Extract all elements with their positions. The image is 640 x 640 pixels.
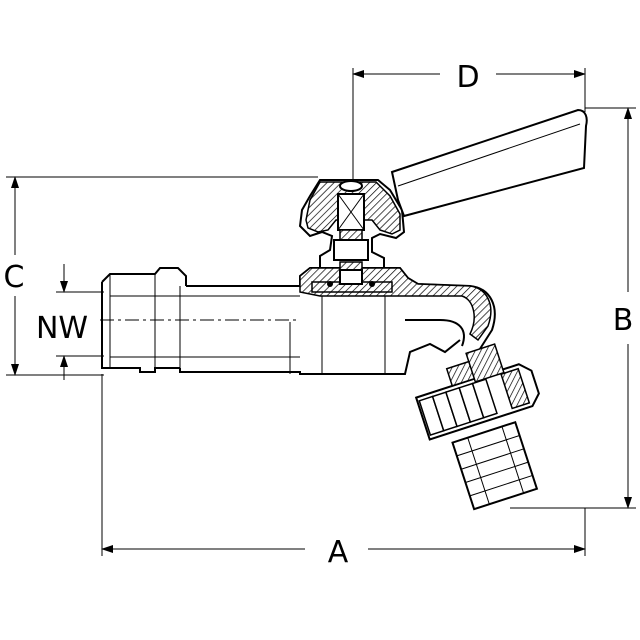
label-c: C <box>4 260 25 295</box>
stem-lower <box>339 269 363 285</box>
spout-ring <box>465 343 505 383</box>
seat-pin-left <box>327 281 333 287</box>
hose-tail <box>451 420 539 511</box>
valve-body <box>100 267 496 375</box>
stem-screw-head <box>339 180 363 192</box>
stem-and-handle <box>298 108 588 285</box>
body-bottom-outline <box>179 339 461 375</box>
outlet-inner-curve <box>405 319 465 347</box>
lever-handle-edge <box>397 123 581 187</box>
stem-gland <box>333 239 369 261</box>
dimension-lines <box>6 68 636 556</box>
label-nw: NW <box>36 311 88 346</box>
stem-nut <box>339 229 363 241</box>
stem-housing-outline <box>298 179 406 268</box>
seat-pin-right <box>369 281 375 287</box>
dimension-labels: D B C NW A <box>4 60 634 570</box>
outlet-connector <box>414 343 540 511</box>
label-d: D <box>456 60 479 95</box>
label-a: A <box>328 535 349 570</box>
stem-cross-2 <box>337 193 365 231</box>
lever-handle <box>390 108 588 218</box>
stem-seal <box>339 261 363 271</box>
label-b: B <box>613 303 634 338</box>
inlet-top-outline <box>101 267 187 286</box>
